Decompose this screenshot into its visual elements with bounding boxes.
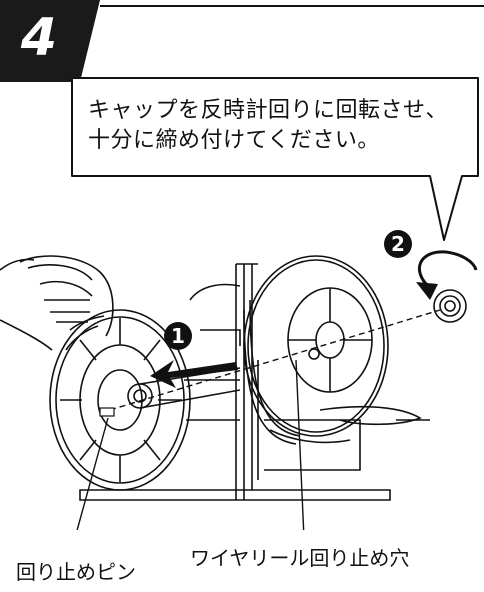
step-number: 4 — [20, 8, 58, 68]
rotation-stop-pin-label: 回り止めピン — [16, 560, 136, 584]
instruction-line-1: キャップを反時計回りに回転させ、 — [88, 98, 449, 123]
marker-1: 1 — [164, 322, 192, 350]
marker-2: 2 — [384, 230, 412, 258]
instruction-line-2: 十分に締め付けてください。 — [88, 128, 380, 153]
instruction-text: キャップを反時計回りに回転させ、 十分に締め付けてください。 — [88, 96, 478, 156]
callout-frame — [71, 5, 484, 241]
step-badge — [0, 0, 100, 82]
reel-stop-hole-label: ワイヤリール回り止め穴 — [190, 546, 410, 570]
wire-reel-illustration — [0, 250, 478, 530]
